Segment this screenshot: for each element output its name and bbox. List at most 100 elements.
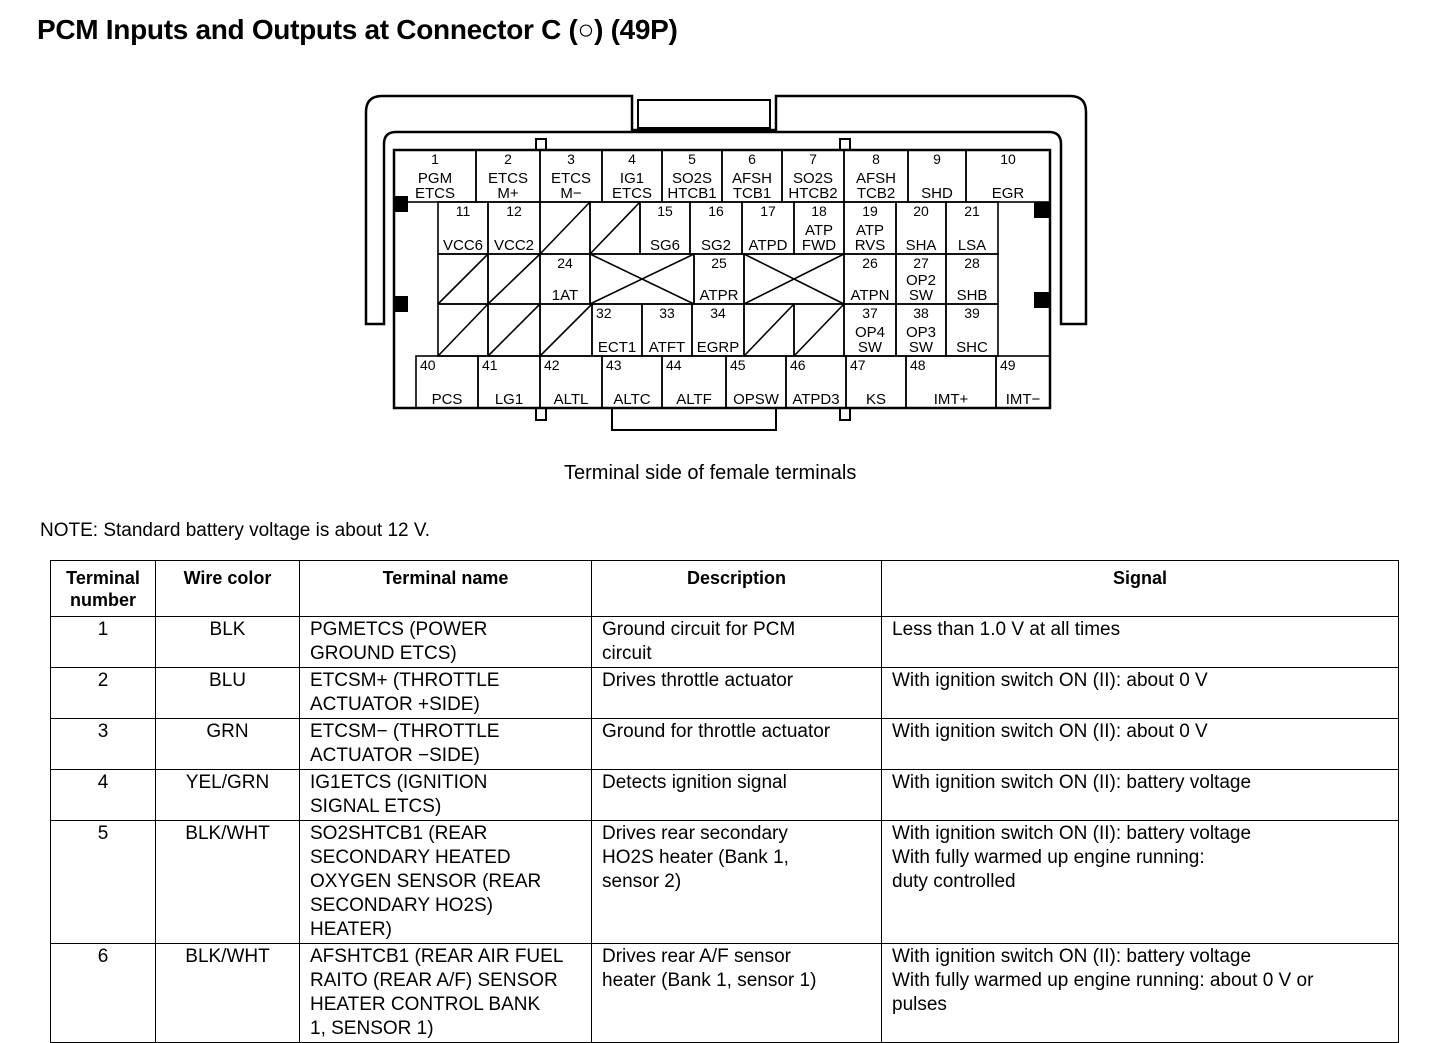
header-terminal-name: Terminal name [299,560,592,617]
wire-color: YEL/GRN [155,769,300,821]
header-terminal-number: Terminal number [50,560,156,617]
header-description: Description [591,560,882,617]
terminal-signal-label: KS [866,391,886,408]
terminal-number-label: 45 [730,357,746,373]
description: Drives rear A/F sensor heater (Bank 1, s… [591,943,882,1043]
grid-line [589,201,641,255]
terminal-signal-label: PGM [418,170,452,187]
terminal-signal-label: ATP [856,222,884,239]
terminal-signal-label: ALTF [676,391,712,408]
terminal-signal-label: ETCS [415,185,455,202]
wire-color: BLK [155,616,300,668]
terminal-number: 2 [50,667,156,719]
terminal-number-label: 1 [431,151,439,167]
terminal-number-label: 37 [862,305,878,321]
terminal-signal-label: IMT− [1006,391,1041,408]
terminal-number-label: 27 [913,255,929,271]
terminal-number-label: 8 [872,151,880,167]
wire-color: GRN [155,718,300,770]
terminal-signal-label: AFSH [856,170,896,187]
terminal-number-label: 44 [666,357,682,373]
terminal-number-label: 9 [933,151,941,167]
terminal-signal-label: PCS [432,391,463,408]
terminal-signal-label: IMT+ [934,391,969,408]
terminal-grid: 1PGMETCS2ETCSM+3ETCSM−4IG1ETCS5SO2SHTCB1… [393,149,1051,409]
terminal-signal-label: OP3 [906,324,936,341]
signal: With ignition switch ON (II): battery vo… [881,943,1399,1043]
terminal-number-label: 16 [708,203,724,219]
terminal-signal-label: 1AT [552,287,578,304]
table-row: 4 YEL/GRN IG1ETCS (IGNITION SIGNAL ETCS)… [50,769,1399,821]
grid-line [743,253,845,305]
terminal-cavity [965,149,1051,203]
wire-color: BLK/WHT [155,943,300,1043]
terminal-number: 4 [50,769,156,821]
terminal-number-label: 17 [760,203,776,219]
terminal-number-label: 20 [913,203,929,219]
terminal-number: 5 [50,820,156,944]
terminal-number-label: 48 [910,357,926,373]
table-row: 6 BLK/WHT AFSHTCB1 (REAR AIR FUEL RAITO … [50,943,1399,1043]
terminal-signal-label: SW [909,287,934,304]
wire-color: BLU [155,667,300,719]
terminal-signal-label: ATPD [749,237,788,254]
battery-voltage-note: NOTE: Standard battery voltage is about … [40,520,431,541]
terminal-signal-label: RVS [855,237,886,254]
terminal-number-label: 19 [862,203,878,219]
terminal-number-label: 33 [659,305,675,321]
description: Drives rear secondary HO2S heater (Bank … [591,820,882,944]
signal: With ignition switch ON (II): about 0 V [881,718,1399,770]
terminal-signal-label: SHB [957,287,988,304]
terminal-number-label: 28 [964,255,980,271]
connector-housing [364,94,1088,326]
terminal-signal-label: VCC2 [494,237,534,254]
terminal-signal-label: AFSH [732,170,772,187]
terminal-signal-label: TCB1 [733,185,771,202]
grid-line [437,303,489,357]
table-header-row: Terminal number Wire color Terminal name… [50,560,1399,617]
terminal-number-label: 34 [710,305,726,321]
terminal-signal-label: ECT1 [598,339,636,356]
terminal-number-label: 7 [809,151,817,167]
terminal-signal-label: M− [560,185,581,202]
terminal-signal-label: ATP [805,222,833,239]
grid-line [539,303,593,357]
terminal-signal-label: SO2S [672,170,712,187]
terminal-number-label: 12 [506,203,522,219]
latch-slot [637,99,771,129]
description: Drives throttle actuator [591,667,882,719]
terminal-number-label: 38 [913,305,929,321]
terminal-name: ETCSM+ (THROTTLE ACTUATOR +SIDE) [299,667,592,719]
terminal-number-label: 5 [688,151,696,167]
description: Detects ignition signal [591,769,882,821]
table-row: 2 BLU ETCSM+ (THROTTLE ACTUATOR +SIDE) D… [50,667,1399,719]
signal: Less than 1.0 V at all times [881,616,1399,668]
wire-color: BLK/WHT [155,820,300,944]
terminal-signal-label: ALTC [613,391,650,408]
terminal-name: PGMETCS (POWER GROUND ETCS) [299,616,592,668]
terminal-signal-label: SW [858,339,883,356]
terminal-name: ETCSM− (THROTTLE ACTUATOR −SIDE) [299,718,592,770]
terminal-name: IG1ETCS (IGNITION SIGNAL ETCS) [299,769,592,821]
terminal-signal-label: ETCS [612,185,652,202]
terminal-number-label: 2 [504,151,512,167]
terminal-signal-label: ALTL [554,391,589,408]
table-row: 3 GRN ETCSM− (THROTTLE ACTUATOR −SIDE) G… [50,718,1399,770]
terminal-number-label: 49 [1000,357,1016,373]
description: Ground for throttle actuator [591,718,882,770]
terminal-number-label: 43 [606,357,622,373]
terminal-signal-label: SHC [956,339,988,356]
header-signal: Signal [881,560,1399,617]
terminal-signal-label: TCB2 [857,185,895,202]
terminal-signal-label: VCC6 [443,237,483,254]
terminal-table: Terminal number Wire color Terminal name… [50,560,1399,1043]
terminal-signal-label: FWD [802,237,836,254]
terminal-signal-label: SG6 [650,237,680,254]
signal: With ignition switch ON (II): about 0 V [881,667,1399,719]
terminal-signal-label: HTCB1 [667,185,716,202]
terminal-signal-label: ATPR [700,287,739,304]
terminal-signal-label: IG1 [620,170,644,187]
terminal-signal-label: LG1 [495,391,523,408]
terminal-number-label: 47 [850,357,866,373]
terminal-number-label: 25 [711,255,727,271]
